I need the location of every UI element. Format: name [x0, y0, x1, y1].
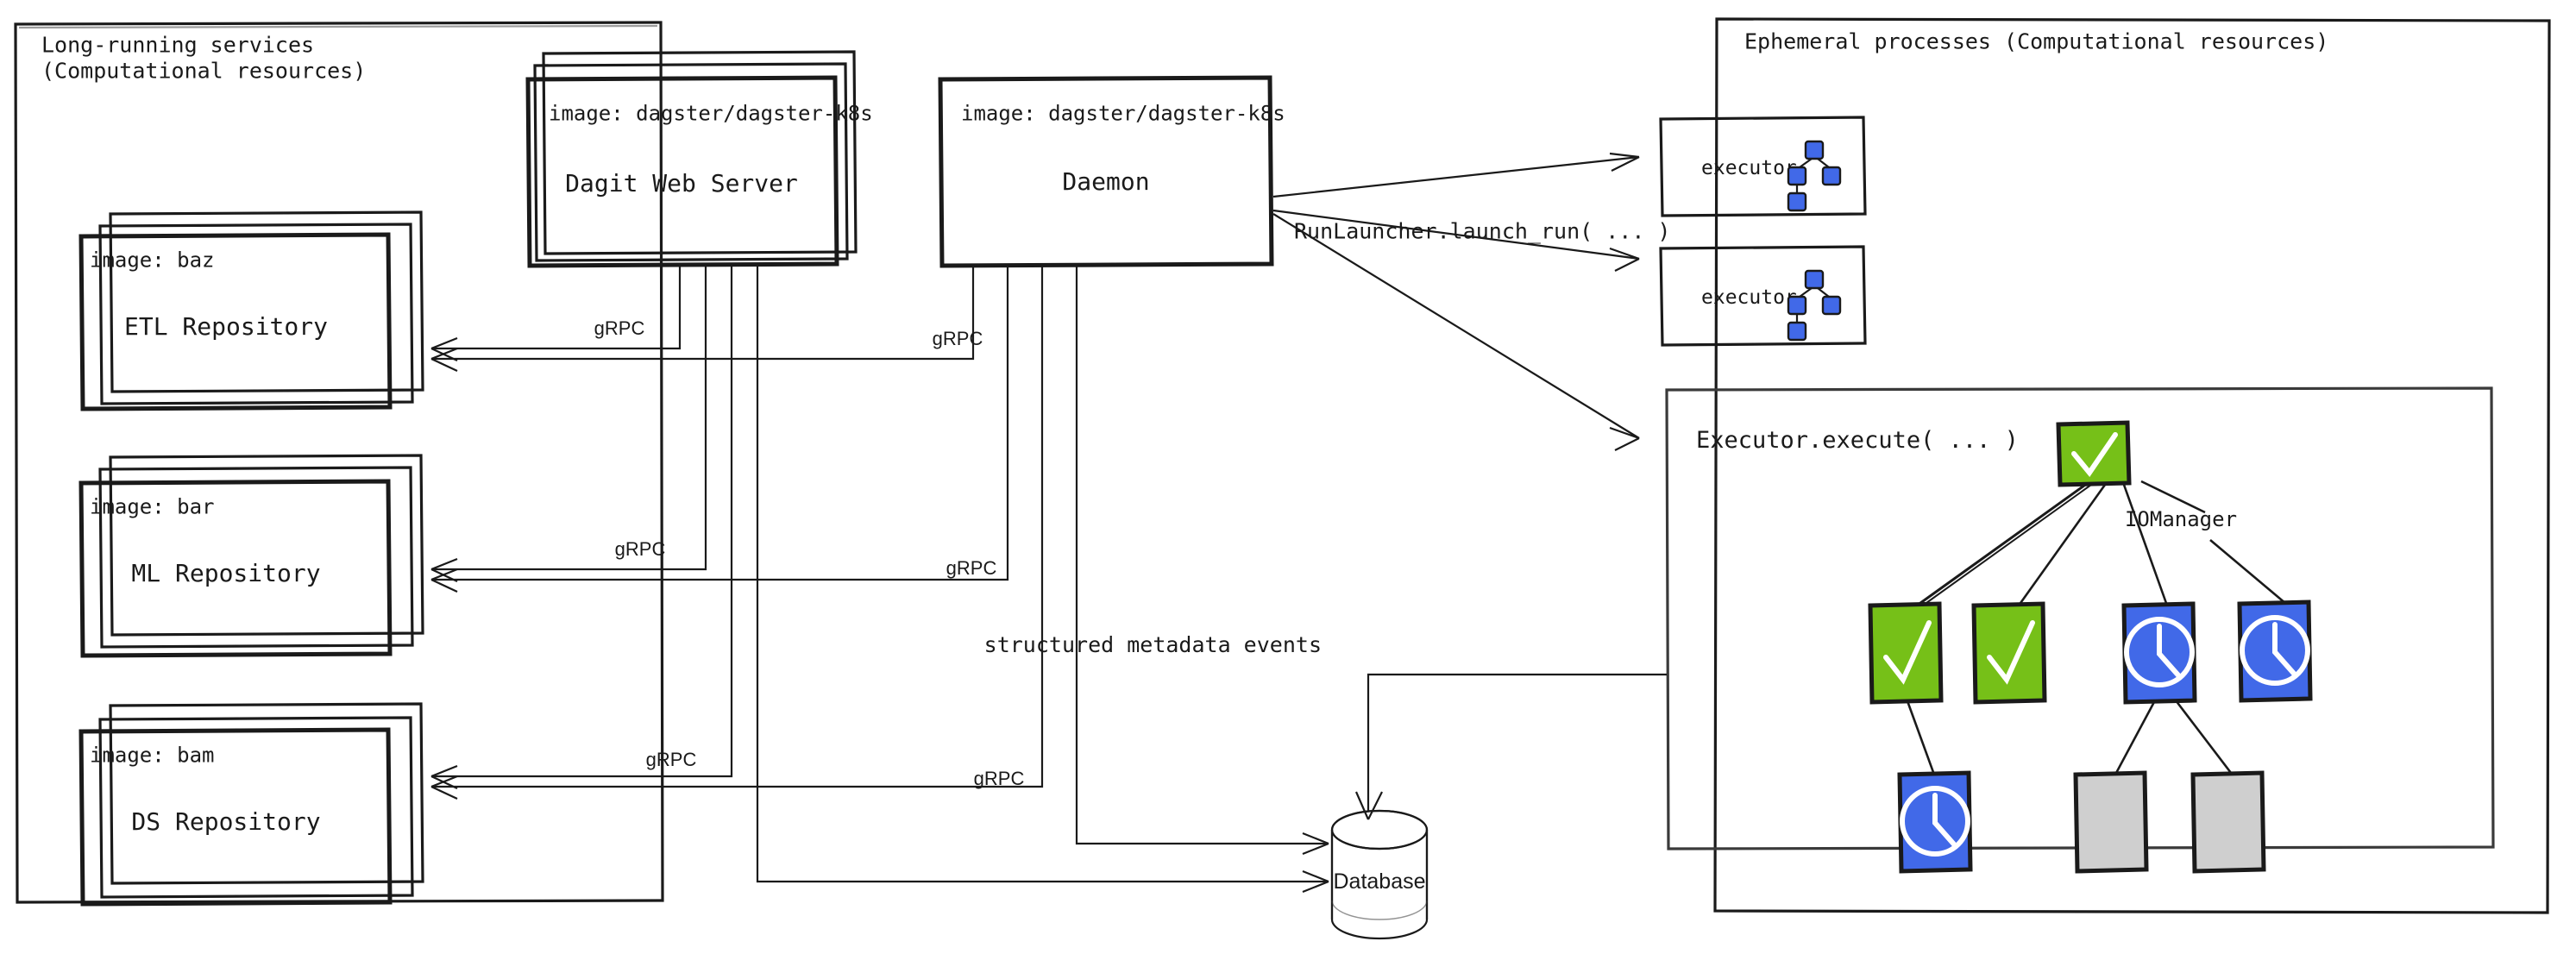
iomanager-label: IOManager — [2125, 507, 2237, 531]
dag-node-c3[interactable] — [2121, 601, 2197, 705]
repository-image-label-etl: image: baz — [90, 248, 215, 273]
dag-node-c1[interactable] — [1868, 601, 1944, 705]
dag-edges — [1905, 480, 2287, 775]
dagit-web-server-card[interactable]: image: dagster/dagster-k8s Dagit Web Ser… — [525, 50, 873, 268]
executor-box-1[interactable]: executor — [1659, 116, 1867, 217]
daemon-card[interactable]: image: dagster/dagster-k8s Daemon — [938, 75, 1285, 268]
grpc-label-4: gRPC — [946, 557, 997, 579]
repository-card-ml[interactable]: image: bar ML Repository — [79, 454, 424, 658]
run-launcher-edges: RunLauncher.launch_run( ... ) — [1272, 152, 1671, 451]
panel-long-running-services: Long-running services (Computational res… — [14, 21, 664, 904]
executor-label-1: executor — [1701, 157, 1797, 179]
panel-ephemeral-processes: Ephemeral processes (Computational resou… — [1713, 17, 2551, 914]
executor-label-2: executor — [1701, 286, 1797, 309]
left-panel-label-line1: Long-running services — [41, 32, 314, 57]
dag-node-g2[interactable] — [2073, 770, 2149, 874]
left-panel-label-line2: (Computational resources) — [41, 58, 366, 83]
executor-execute-label: Executor.execute( ... ) — [1696, 427, 2019, 454]
grpc-label-6: gRPC — [974, 768, 1025, 789]
grpc-label-3: gRPC — [615, 538, 666, 560]
grpc-label-5: gRPC — [646, 749, 697, 770]
grpc-label-2: gRPC — [933, 328, 983, 349]
run-launcher-label: RunLauncher.launch_run( ... ) — [1294, 218, 1671, 243]
dag-node-root[interactable] — [2056, 420, 2132, 487]
grpc-label-1: gRPC — [594, 317, 645, 339]
dag-icon-1 — [1787, 140, 1842, 212]
database-cylinder[interactable]: Database — [1330, 809, 1429, 940]
repository-name-label-ds: DS Repository — [131, 807, 320, 836]
database-label: Database — [1333, 869, 1425, 894]
dag-node-g3[interactable] — [2190, 770, 2266, 874]
daemon-image-label: image: dagster/dagster-k8s — [961, 102, 1285, 126]
executor-execute-panel: Executor.execute( ... ) IOManager — [1665, 386, 2495, 874]
repository-image-label-ds: image: bam — [90, 744, 215, 768]
repository-name-label-etl: ETL Repository — [124, 312, 328, 341]
executor-box-2[interactable]: executor — [1659, 245, 1867, 347]
right-panel-label: Ephemeral processes (Computational resou… — [1744, 28, 2328, 53]
repository-image-label-ml: image: bar — [90, 495, 215, 519]
daemon-name-label: Daemon — [1062, 167, 1149, 196]
metadata-events-label: structured metadata events — [984, 632, 1322, 657]
grpc-edges-daemon — [430, 266, 1329, 856]
repository-card-etl[interactable]: image: baz ETL Repository — [79, 210, 424, 411]
dag-node-c2[interactable] — [1971, 601, 2047, 705]
repository-card-ds[interactable]: image: bam DS Repository — [79, 702, 424, 907]
dag-node-g1[interactable] — [1897, 770, 1973, 874]
metadata-events-edge: structured metadata events — [984, 632, 1667, 820]
repository-name-label-ml: ML Repository — [131, 559, 320, 587]
grpc-labels: gRPC gRPC gRPC gRPC gRPC gRPC — [594, 317, 1025, 789]
dagit-image-label: image: dagster/dagster-k8s — [549, 102, 873, 126]
dag-icon-2 — [1787, 269, 1842, 342]
dagit-name-label: Dagit Web Server — [565, 169, 798, 198]
dag-node-c4[interactable] — [2237, 599, 2313, 703]
